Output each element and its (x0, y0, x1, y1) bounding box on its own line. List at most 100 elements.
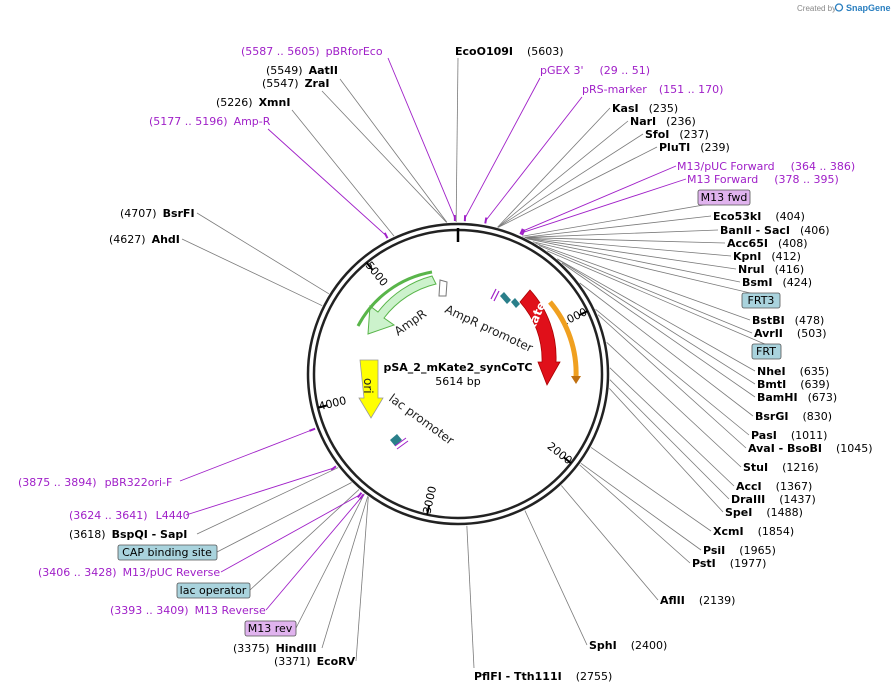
primer-leader-line (464, 77, 541, 219)
label-aatii[interactable]: (5549)AatII (266, 64, 338, 77)
feature-leader-line (532, 241, 781, 301)
ampr-promoter-arrow[interactable] (438, 279, 448, 297)
tick-label: 4000 (317, 394, 347, 413)
ampr-outer-band (356, 270, 433, 327)
label-sphi[interactable]: SphI(2400) (589, 639, 667, 652)
enzyme-leader-line (181, 238, 323, 307)
label-zrai[interactable]: (5547)ZraI (262, 77, 330, 90)
primer-leader-line (523, 178, 687, 233)
orange-arrowhead (571, 376, 581, 384)
ori-label: ori (361, 378, 375, 394)
label-kpni[interactable]: KpnI(412) (733, 250, 801, 263)
tick-label: 5000 (363, 259, 391, 289)
label-hindiii[interactable]: (3375)HindIII (233, 642, 317, 655)
tick-mark (579, 310, 589, 316)
mkate2-feature[interactable] (519, 289, 561, 386)
label-prs-marker[interactable]: pRS-marker(151 .. 170) (582, 83, 723, 96)
label-m13-rev-primer[interactable]: (3393 .. 3409)M13 Reverse (110, 604, 266, 617)
enzyme-leader-line (609, 367, 735, 487)
label-banii-saci[interactable]: BanII - SacI(406) (720, 224, 830, 237)
label-pgex3[interactable]: pGEX 3'(29 .. 51) (540, 64, 650, 77)
tick-mark (365, 262, 374, 271)
label-xcmi[interactable]: XcmI(1854) (713, 525, 794, 538)
label-m13-fwd[interactable]: M13 Forward(378 .. 395) (687, 173, 839, 186)
label-pbrforeco[interactable]: (5587 .. 5605)pBRforEco (241, 45, 383, 58)
primer-binding-mark (330, 465, 337, 471)
label-l4440[interactable]: (3624 .. 3641)L4440 (69, 509, 190, 522)
label-nrui[interactable]: NruI(416) (738, 263, 804, 276)
m13rev-box-text: M13 rev (248, 622, 293, 635)
primer-leader-line (185, 467, 334, 516)
label-sfoi[interactable]: SfoI(237) (645, 128, 709, 141)
label-nari[interactable]: NarI(236) (630, 115, 696, 128)
label-bsrgi[interactable]: BsrGI(830) (755, 410, 832, 423)
label-avrii[interactable]: AvrII(503) (754, 327, 827, 340)
label-acc65i[interactable]: Acc65I(408) (727, 237, 808, 250)
label-pbr322ori[interactable]: (3875 .. 3894)pBR322ori-F (18, 476, 172, 489)
primer-leader-line (267, 128, 387, 236)
frt-box-text: FRT (756, 345, 776, 358)
label-nhei[interactable]: NheI(635) (757, 365, 829, 378)
feature-boxes: M13 fwd FRT3 FRT CAP binding site lac op… (117, 189, 782, 637)
label-bstbi[interactable]: BstBI(478) (752, 314, 824, 327)
ampr-promoter-teal-markers (490, 288, 520, 308)
label-aflii[interactable]: AflII(2139) (660, 594, 735, 607)
label-pflfi-tth111i[interactable]: PflFI - Tth111I(2755) (474, 670, 612, 683)
label-kasi[interactable]: KasI(235) (612, 102, 678, 115)
enzyme-leader-line (524, 229, 719, 238)
enzyme-leader-line (497, 107, 611, 228)
enzyme-leader-line (556, 258, 756, 372)
label-bsmi[interactable]: BsmI(424) (742, 276, 812, 289)
primer-binding-mark (309, 427, 316, 432)
lac-promoter-teal-markers (390, 434, 409, 450)
tick-label: 3000 (421, 485, 440, 515)
enzyme-leader-line (497, 133, 644, 228)
enzyme-leader-line (606, 342, 742, 468)
frt3-box[interactable] (741, 292, 781, 309)
enzyme-leader-line (455, 57, 459, 223)
label-ampr-primer[interactable]: (5177 .. 5196)Amp-R (149, 115, 271, 128)
label-pasi[interactable]: PasI(1011) (751, 429, 827, 442)
feature-leader-line (249, 489, 360, 591)
label-psti[interactable]: PstI(1977) (692, 557, 766, 570)
label-ecorv[interactable]: (3371)EcoRV (274, 655, 356, 668)
label-m13puc-rev[interactable]: (3406 .. 3428)M13/pUC Reverse (38, 566, 220, 579)
primer-leader-line (179, 429, 313, 482)
primer-binding-mark (519, 228, 524, 235)
label-eco0109i[interactable]: EcoO109I(5603) (455, 45, 564, 58)
cap-box-text: CAP binding site (122, 546, 212, 559)
frt-box[interactable] (751, 343, 782, 360)
cap-box[interactable] (117, 544, 218, 561)
label-bspqi-sapi[interactable]: (3618)BspQI - SapI (69, 528, 187, 541)
label-psii[interactable]: PsiI(1965) (703, 544, 776, 557)
primer-binding-mark (383, 232, 389, 239)
label-bmti[interactable]: BmtI(639) (757, 378, 830, 391)
m13fwd-box[interactable] (697, 189, 751, 206)
enzyme-leader-line (321, 496, 369, 649)
orange-feature-arrow[interactable] (548, 300, 579, 379)
ampr-label: AmpR (392, 306, 429, 338)
ampr-feature[interactable] (367, 275, 437, 335)
enzyme-leader-line (527, 238, 741, 283)
enzyme-leader-line (580, 463, 702, 551)
lacop-box[interactable] (176, 582, 251, 599)
label-bamhi[interactable]: BamHI(673) (757, 391, 837, 404)
label-draiii[interactable]: DraIII(1437) (731, 493, 816, 506)
tick-mark (563, 456, 572, 464)
primer-binding-mark (484, 217, 488, 224)
m13rev-box[interactable] (244, 620, 297, 637)
label-eco53ki[interactable]: Eco53kI(404) (713, 210, 805, 223)
ori-feature[interactable] (358, 359, 384, 419)
label-bsrfi[interactable]: (4707)BsrFI (120, 207, 195, 220)
label-m13puc-fwd[interactable]: M13/pUC Forward(364 .. 386) (677, 160, 855, 173)
label-acci[interactable]: AccI(1367) (736, 480, 812, 493)
feature-leader-line (295, 493, 365, 629)
label-avai-bsobi[interactable]: AvaI - BsoBI(1045) (748, 442, 873, 455)
label-stui[interactable]: StuI(1216) (743, 461, 819, 474)
label-spei[interactable]: SpeI(1488) (725, 506, 803, 519)
label-pluti[interactable]: PluTI(239) (659, 141, 730, 154)
label-ahdi[interactable]: (4627)AhdI (109, 233, 180, 246)
enzyme-leader-line (466, 525, 475, 669)
label-xmni[interactable]: (5226)XmnI (216, 96, 290, 109)
